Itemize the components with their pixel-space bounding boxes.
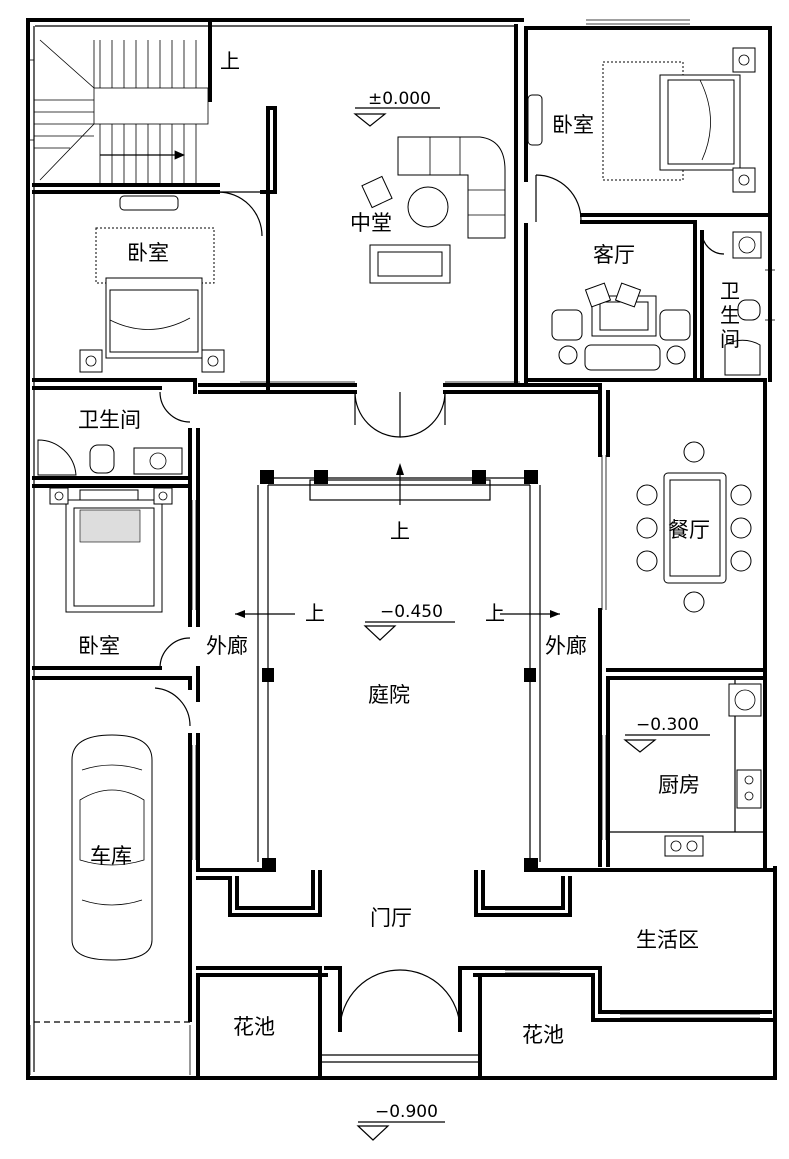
level-hall: ±0.000 bbox=[368, 89, 431, 109]
room-label-living-area: 生活区 bbox=[636, 928, 699, 952]
level-courtyard: −0.450 bbox=[380, 602, 443, 622]
outer-walls bbox=[26, 18, 777, 1080]
room-label-bathroom-w: 卫生间 bbox=[78, 408, 141, 432]
interior-walls bbox=[32, 18, 777, 1080]
bathroom-e-fixtures bbox=[724, 231, 762, 376]
bed-nw bbox=[79, 195, 225, 373]
level-markers: ±0.000 −0.450 −0.300 −0.900 bbox=[353, 89, 710, 1141]
stair-up-court-e: 上 bbox=[485, 601, 505, 625]
doors bbox=[154, 174, 725, 1031]
room-label-bedroom-nw: 卧室 bbox=[127, 241, 169, 265]
level-marker-hall: ±0.000 bbox=[353, 89, 440, 127]
room-label-flower-bed-e: 花池 bbox=[522, 1023, 564, 1047]
bathroom-w-fixtures bbox=[37, 439, 183, 476]
room-label-bathroom-e-3: 间 bbox=[720, 327, 740, 351]
room-label-central-hall: 中堂 bbox=[350, 211, 392, 235]
hall-sofa-set bbox=[361, 136, 506, 284]
windows bbox=[28, 19, 775, 1075]
kitchen-fixtures bbox=[608, 678, 765, 857]
room-label-bathroom-e-1: 卫 bbox=[720, 279, 740, 303]
bed-w bbox=[49, 487, 173, 613]
furniture bbox=[37, 47, 765, 961]
room-label-corridor-e: 外廊 bbox=[545, 634, 587, 658]
room-label-bedroom-w: 卧室 bbox=[78, 634, 120, 658]
room-label-living-room: 客厅 bbox=[593, 243, 635, 267]
garage-car bbox=[71, 734, 153, 961]
living-sofa-set bbox=[551, 282, 691, 371]
level-ground: −0.900 bbox=[375, 1102, 438, 1122]
stair-up-main: 上 bbox=[220, 49, 240, 73]
room-label-bathroom-e: 卫 生 间 bbox=[720, 279, 746, 351]
room-label-dining-room: 餐厅 bbox=[668, 518, 710, 542]
stair-up-court-w: 上 bbox=[305, 601, 325, 625]
level-marker-ground: −0.900 bbox=[356, 1102, 445, 1141]
room-label-bathroom-e-2: 生 bbox=[720, 303, 740, 327]
room-label-bedroom-ne: 卧室 bbox=[552, 113, 594, 137]
level-marker-kitchen: −0.300 bbox=[623, 715, 710, 753]
staircase bbox=[34, 39, 209, 185]
courtyard bbox=[235, 463, 560, 872]
level-kitchen: −0.300 bbox=[636, 715, 699, 735]
room-label-kitchen: 厨房 bbox=[658, 773, 700, 797]
dining-table bbox=[636, 441, 752, 613]
room-label-entrance-hall: 门厅 bbox=[370, 906, 412, 930]
room-label-courtyard: 庭院 bbox=[368, 683, 410, 707]
room-label-garage: 车库 bbox=[90, 844, 132, 868]
room-label-flower-bed-w: 花池 bbox=[233, 1015, 275, 1039]
level-marker-courtyard: −0.450 bbox=[363, 602, 455, 641]
room-label-corridor-w: 外廊 bbox=[206, 634, 248, 658]
bed-ne bbox=[527, 47, 756, 193]
stair-up-court-n: 上 bbox=[390, 519, 410, 543]
